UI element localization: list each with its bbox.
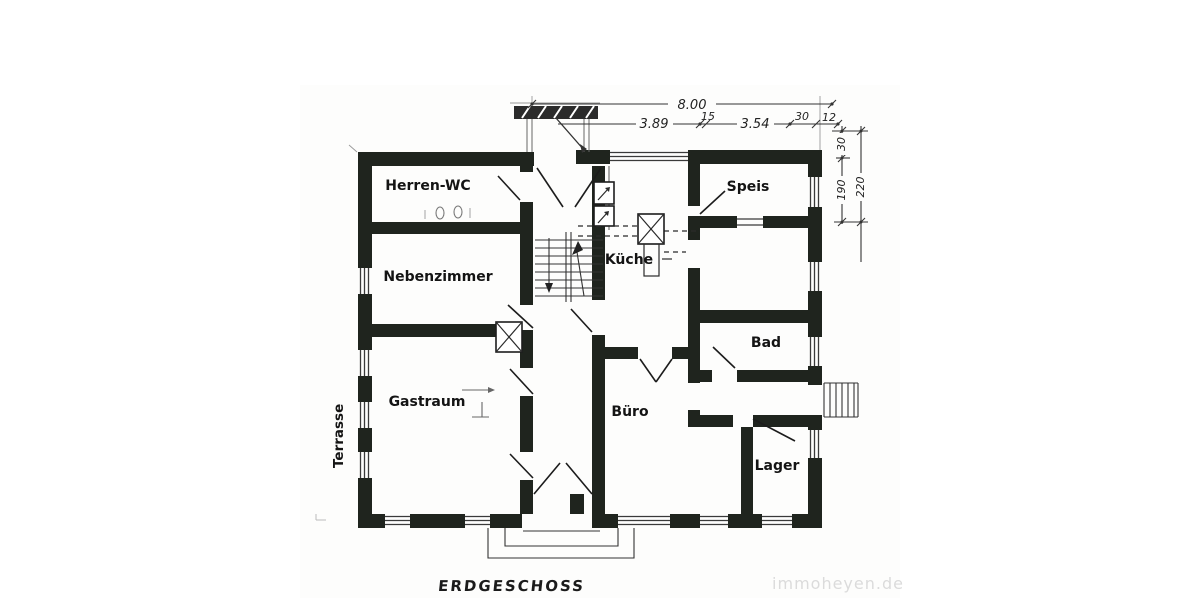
gastraum-door-2 xyxy=(509,453,534,479)
window-openings xyxy=(359,151,820,526)
gastraum-door-1 xyxy=(509,368,534,395)
stair-arrow-up-stem xyxy=(576,251,585,297)
dimension-lines: 8.00 3.89 15 3.54 30 12 30 190 220 xyxy=(527,98,868,262)
dim-right-top: 30 xyxy=(835,137,848,151)
bad-door xyxy=(712,346,736,369)
lager-door xyxy=(752,418,796,442)
dim-segment-4: 30 xyxy=(795,110,809,123)
room-label-lager: Lager xyxy=(755,458,800,474)
buero-door-b xyxy=(655,358,673,383)
sketch-marks xyxy=(315,144,495,521)
room-labels: Herren-WC Nebenzimmer Gastraum Küche Spe… xyxy=(331,178,799,474)
door-swings xyxy=(497,167,796,495)
wc-door xyxy=(497,175,521,201)
nebenzimmer-door xyxy=(507,304,534,329)
dim-segment-1: 3.89 xyxy=(640,117,669,132)
dim-right-outer: 220 xyxy=(854,177,867,198)
room-label-speis: Speis xyxy=(727,179,770,195)
buero-door-a xyxy=(639,358,657,383)
room-label-bad: Bad xyxy=(751,335,781,351)
kitchen-fixtures xyxy=(495,166,700,353)
room-label-terrasse: Terrasse xyxy=(331,404,347,468)
kueche-door xyxy=(570,308,593,333)
watermark: immoheyen.de xyxy=(772,574,904,593)
bottom-entrance-door-right xyxy=(565,462,593,495)
staircase xyxy=(535,232,603,302)
bottom-entrance-door-left xyxy=(533,462,561,495)
room-label-buero: Büro xyxy=(611,404,649,420)
left-windows xyxy=(359,268,370,478)
stair-arrow-up-head xyxy=(572,241,583,255)
room-label-kueche: Küche xyxy=(605,252,653,268)
bottom-windows xyxy=(385,515,792,526)
room-label-nebenzimmer: Nebenzimmer xyxy=(383,269,492,285)
dim-segment-3: 3.54 xyxy=(741,117,770,132)
top-entrance-door-right xyxy=(574,167,602,208)
room-label-herren-wc: Herren-WC xyxy=(385,178,470,194)
floor-caption: ERDGESCHOSS xyxy=(437,577,586,595)
stair-arrow-down-head xyxy=(545,283,553,293)
porch-arrow xyxy=(555,117,585,151)
dim-total-width: 8.00 xyxy=(678,98,707,113)
dim-segment-2: 15 xyxy=(701,110,715,123)
dim-right-inner: 190 xyxy=(835,180,848,201)
room-label-gastraum: Gastraum xyxy=(389,394,466,410)
right-windows xyxy=(809,177,820,458)
top-entrance-door-left xyxy=(536,167,564,208)
dim-segment-5: 12 xyxy=(822,111,836,124)
entrance-steps xyxy=(487,528,635,559)
side-steps-ladder xyxy=(823,382,859,418)
speis-door xyxy=(699,190,726,215)
interior-walls xyxy=(370,164,822,514)
